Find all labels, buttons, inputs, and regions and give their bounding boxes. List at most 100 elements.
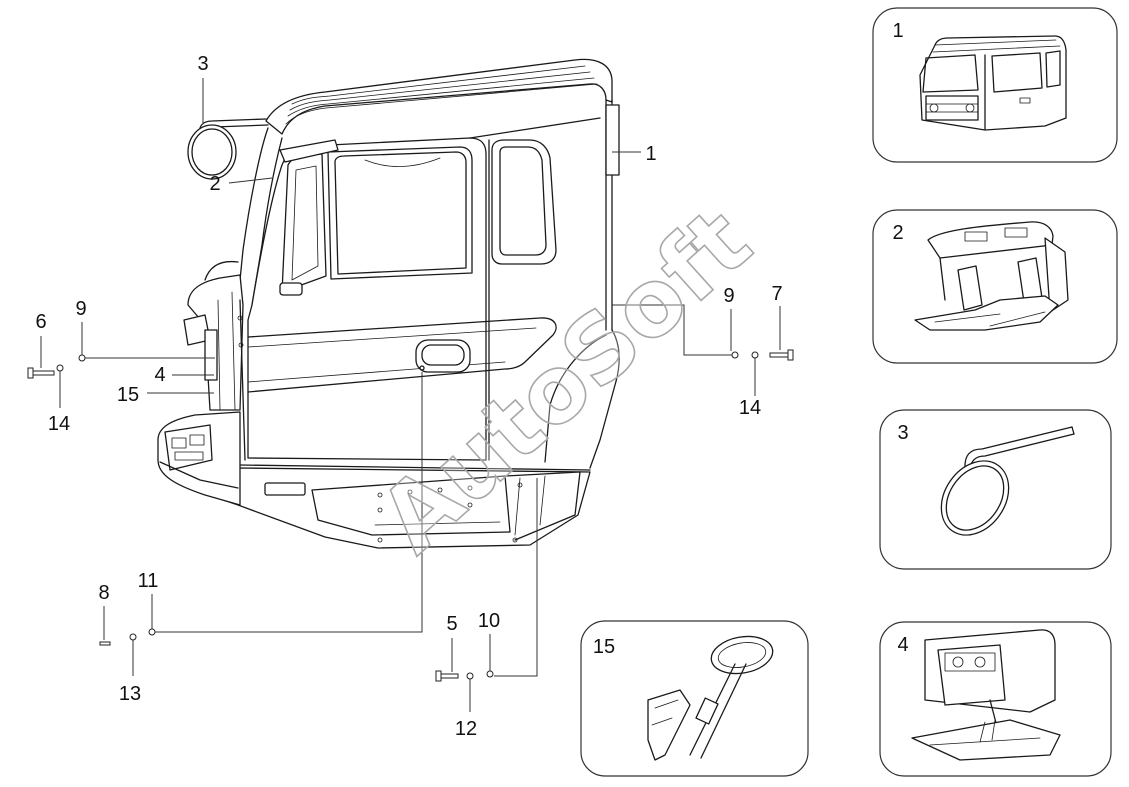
steering-column-thumbnail xyxy=(647,635,774,761)
thumb-headlamp xyxy=(929,103,939,113)
detail-panel-4[interactable]: 4 xyxy=(879,621,1112,777)
callout-9-left[interactable]: 9 xyxy=(75,298,86,320)
washer-10 xyxy=(486,670,494,678)
thumb-floor xyxy=(914,295,1059,331)
nut-14-right xyxy=(751,351,759,359)
door-window-frame xyxy=(327,146,473,280)
step-plate xyxy=(311,475,511,536)
headlamp-lens xyxy=(171,437,187,449)
door-crease-inner xyxy=(247,327,537,348)
cab-side-view xyxy=(157,58,620,549)
door-mirror-bracket xyxy=(279,139,339,163)
thumb-column-switch xyxy=(695,697,719,725)
callout-5[interactable]: 5 xyxy=(446,613,457,635)
panel-4-label: 4 xyxy=(897,634,908,656)
roof-spoiler-rib xyxy=(287,77,595,117)
bolt-6-head xyxy=(27,367,34,379)
callout-7[interactable]: 7 xyxy=(771,283,782,305)
panel-15-label: 15 xyxy=(593,636,615,658)
mirror-glass xyxy=(191,128,233,176)
bolt-7 xyxy=(769,352,791,358)
callout-14-right[interactable]: 14 xyxy=(739,397,761,419)
detail-panel-1[interactable]: 1 xyxy=(872,7,1118,163)
rivet xyxy=(407,489,413,495)
thumb-grille xyxy=(925,95,979,121)
thumb-floor-panel xyxy=(911,719,1061,761)
thumb-door-handle xyxy=(1019,97,1031,104)
bumper-lower-edge xyxy=(159,461,239,489)
rear-corner-trim xyxy=(605,104,620,176)
thumb-steering-wheel xyxy=(710,635,774,675)
thumb-instrument-cluster xyxy=(944,652,996,672)
callout-14-left[interactable]: 14 xyxy=(48,413,70,435)
callout-2[interactable]: 2 xyxy=(209,173,220,195)
rivet xyxy=(377,507,383,513)
washer-9-left xyxy=(78,354,86,362)
door xyxy=(247,137,557,461)
thumb-rear-window xyxy=(1045,50,1061,88)
detail-panel-15[interactable]: 15 xyxy=(580,620,809,777)
thumb-column-tube xyxy=(700,663,747,759)
thumb-pedal xyxy=(979,719,996,743)
thumb-side-window xyxy=(991,52,1043,93)
thumb-roof-hatch xyxy=(964,231,988,242)
rear-quarter-glass xyxy=(499,146,547,256)
thumb-cab-roof-line xyxy=(934,39,1057,46)
door-window-glass xyxy=(334,151,467,275)
rear-wheel-arch-line xyxy=(544,334,607,463)
rivet xyxy=(512,537,518,543)
roof-spoiler-rib xyxy=(285,83,598,125)
callout-4[interactable]: 4 xyxy=(154,364,165,386)
rivet xyxy=(377,492,383,498)
bolt-7-head xyxy=(787,349,794,361)
callout-10[interactable]: 10 xyxy=(478,610,500,632)
thumb-cab-roof-line xyxy=(932,45,1061,53)
rivet xyxy=(467,485,473,491)
callout-1[interactable]: 1 xyxy=(645,143,656,165)
rear-step-rib xyxy=(539,475,546,526)
a-pillar-inner xyxy=(251,137,283,306)
thumb-headlamp xyxy=(965,103,975,113)
callout-3[interactable]: 3 xyxy=(197,53,208,75)
detail-panel-2[interactable]: 2 xyxy=(872,209,1118,364)
hood-curve xyxy=(204,260,239,281)
leader-handle-fastener-group xyxy=(155,372,423,633)
callout-6[interactable]: 6 xyxy=(35,311,46,333)
roof-spoiler xyxy=(265,58,613,135)
thumb-bracket-rib xyxy=(651,699,679,726)
thumb-mirror-glass xyxy=(945,465,1005,531)
screw-8 xyxy=(99,641,111,646)
mirror-thumbnail xyxy=(940,426,1075,536)
callout-15[interactable]: 15 xyxy=(117,384,139,406)
door-front-strip xyxy=(239,299,246,461)
side-marker-lamp xyxy=(264,482,306,496)
callout-11[interactable]: 11 xyxy=(138,570,159,592)
callout-numbers: 3 2 1 6 9 4 15 14 9 7 14 8 11 13 5 10 12 xyxy=(35,53,782,740)
thumb-side-wall xyxy=(1044,237,1069,313)
callout-9-right[interactable]: 9 xyxy=(723,285,734,307)
detail-panel-3[interactable]: 3 xyxy=(879,409,1112,570)
thumb-front-pillar xyxy=(939,257,946,301)
rivet xyxy=(467,502,473,508)
mirror-mount-base xyxy=(279,282,303,296)
washer-11 xyxy=(148,628,156,636)
panel-3-label: 3 xyxy=(897,422,908,444)
fasteners xyxy=(27,349,794,682)
rear-step-piece xyxy=(504,471,581,541)
headlamp xyxy=(164,424,213,471)
callout-8[interactable]: 8 xyxy=(98,582,109,604)
door-sill-seam xyxy=(239,464,591,471)
callout-12[interactable]: 12 xyxy=(455,718,477,740)
thumb-roof-panel xyxy=(927,221,1054,259)
fog-lamp xyxy=(174,451,204,461)
rivet xyxy=(517,482,523,488)
bolt-5-head xyxy=(435,670,442,682)
callout-13[interactable]: 13 xyxy=(119,683,141,705)
rear-quarter-window xyxy=(491,139,557,265)
thumb-column-bracket xyxy=(647,689,691,761)
nut-14-left xyxy=(56,364,64,372)
roof-side-line xyxy=(469,117,601,139)
thumb-gauge xyxy=(974,656,986,668)
